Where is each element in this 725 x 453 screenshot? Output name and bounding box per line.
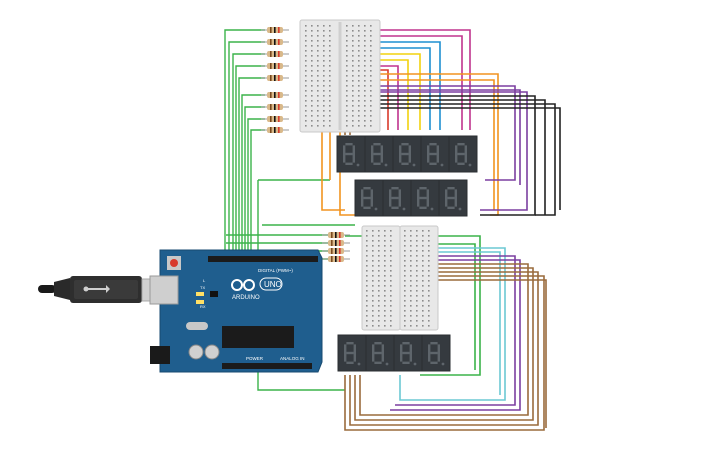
digit [445, 187, 462, 211]
power-jack[interactable] [150, 346, 170, 364]
resistor-column-mid[interactable] [322, 232, 350, 262]
resistor[interactable] [261, 116, 289, 122]
seven-segment-display-mid[interactable] [354, 179, 468, 217]
arduino-uno-board[interactable]: ARDUINO UNO DIGITAL (PWM~) TX RX L POWER… [149, 249, 323, 373]
digit [428, 342, 445, 366]
breadboard-mid-right-holes [404, 230, 430, 327]
digit [399, 143, 416, 167]
rx-label: RX [200, 304, 206, 309]
digit [372, 342, 389, 366]
resistor[interactable] [261, 51, 289, 57]
digital-pin-header[interactable] [208, 256, 318, 262]
power-label: POWER [246, 356, 264, 361]
breadboard-mid-left-holes [366, 230, 392, 327]
signal-wire-bundle-bottom[interactable] [344, 235, 547, 431]
wires-layer [224, 29, 561, 431]
breadboard-top-holes [305, 25, 372, 127]
arduino-logo-icon [231, 279, 255, 291]
resistor[interactable] [261, 75, 289, 81]
digit [400, 342, 417, 366]
brand-label: ARDUINO [232, 295, 260, 301]
resistor[interactable] [261, 39, 289, 45]
digit [361, 187, 378, 211]
digit [343, 143, 360, 167]
breadboard-mid-right[interactable] [399, 225, 439, 331]
breadboard-mid-left[interactable] [361, 225, 401, 331]
seven-segment-display-top[interactable] [336, 135, 478, 173]
seven-segment-display-bottom[interactable] [337, 334, 451, 372]
digit [344, 342, 361, 366]
digit [417, 187, 434, 211]
resistor[interactable] [322, 240, 350, 246]
resistor[interactable] [261, 104, 289, 110]
signal-wire-bundle-top[interactable] [321, 29, 561, 216]
resistor[interactable] [322, 256, 350, 262]
digital-label: DIGITAL (PWM~) [258, 268, 293, 273]
resistor-column-top[interactable] [261, 27, 289, 133]
digit [427, 143, 444, 167]
power-analog-pin-header[interactable] [222, 363, 312, 369]
l-label: L [203, 278, 206, 283]
model-label: UNO [264, 280, 282, 289]
breadboard-top[interactable] [299, 19, 381, 133]
atmega-chip [222, 326, 294, 348]
resistor[interactable] [322, 248, 350, 254]
tx-label: TX [200, 285, 205, 290]
usb-port[interactable] [149, 275, 179, 305]
resistor[interactable] [261, 27, 289, 33]
digit [371, 143, 388, 167]
resistor[interactable] [261, 127, 289, 133]
resistor[interactable] [322, 232, 350, 238]
usb-icon [83, 285, 110, 293]
digit [389, 187, 406, 211]
resistor[interactable] [261, 63, 289, 69]
resistor[interactable] [261, 92, 289, 98]
analog-label: ANALOG IN [280, 356, 305, 361]
digit [455, 143, 472, 167]
